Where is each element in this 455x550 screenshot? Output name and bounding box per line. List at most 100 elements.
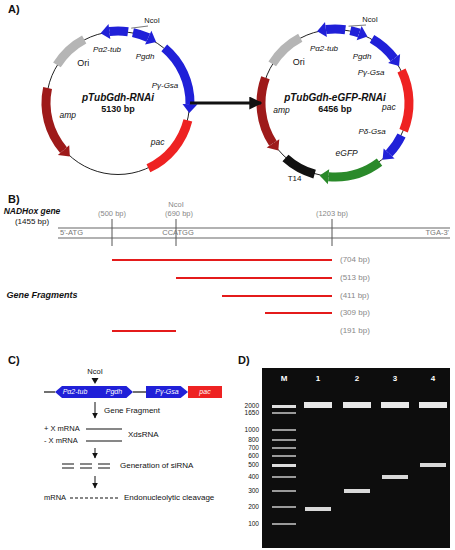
sirna-duplex bbox=[98, 464, 110, 465]
plasmid-name: pTubGdh-RNAi bbox=[82, 92, 154, 104]
arrow-shape bbox=[55, 386, 95, 398]
flow-arrow bbox=[95, 402, 96, 418]
plasmid-band bbox=[419, 402, 447, 408]
gene-fragment bbox=[176, 277, 332, 279]
ladder-size: 800 bbox=[248, 436, 259, 443]
ladder-size: 500 bbox=[248, 461, 259, 468]
promoter-label: Pα2-tub bbox=[310, 45, 338, 54]
insert-band bbox=[420, 463, 446, 467]
insert-band bbox=[344, 489, 370, 493]
ladder-size: 2000 bbox=[245, 402, 259, 409]
ladder-band bbox=[272, 447, 296, 449]
sequence-label: CCATGG bbox=[162, 229, 194, 237]
gene-label: amp bbox=[273, 106, 290, 115]
promoter-arrow-head bbox=[357, 26, 368, 40]
promoter-label: Pγ-Gsa bbox=[152, 81, 179, 90]
rna-strand bbox=[86, 428, 122, 429]
promoter-arrow: Pα2-tub bbox=[55, 386, 95, 398]
promoter-label: Pγ-Gsa bbox=[358, 68, 385, 77]
promoter-label: Pδ-Gsa bbox=[358, 128, 385, 137]
gene-fragment bbox=[222, 295, 332, 297]
gene-length: (1455 bp) bbox=[15, 218, 49, 227]
feature-label: Ori bbox=[293, 58, 305, 68]
ladder-band bbox=[272, 429, 296, 431]
ladder-band bbox=[272, 523, 296, 525]
ladder-size: 1650 bbox=[245, 409, 259, 416]
site-label: NcoI bbox=[168, 201, 183, 209]
promoter-arrow: Pγ-Gsa bbox=[146, 386, 188, 398]
strand-label: mRNA bbox=[44, 494, 66, 502]
position-tick bbox=[112, 219, 113, 246]
promoter-arrow: Pgdh bbox=[95, 386, 133, 398]
panel-letter: A) bbox=[8, 3, 20, 15]
ladder-band bbox=[272, 412, 296, 414]
plasmid-band bbox=[304, 402, 332, 408]
element-label: Pγ-Gsa bbox=[155, 388, 178, 396]
rna-strand bbox=[86, 440, 122, 441]
ladder-size: 700 bbox=[248, 444, 259, 451]
ladder-size: 200 bbox=[248, 503, 259, 510]
promoter-label: Pα2-tub bbox=[93, 46, 121, 55]
backbone-line bbox=[44, 391, 55, 392]
panel-letter: C) bbox=[8, 354, 20, 366]
gene-segment bbox=[147, 119, 193, 172]
promoter-arrow bbox=[349, 26, 360, 37]
group-label: Gene Fragments bbox=[6, 291, 77, 301]
gene-outline bbox=[58, 237, 450, 239]
gene-outline bbox=[58, 227, 450, 229]
arrow-shape bbox=[146, 386, 188, 398]
ladder-size: 300 bbox=[248, 487, 259, 494]
gel-image bbox=[262, 368, 450, 548]
step-label: Endonucleolytic cleavage bbox=[124, 494, 214, 503]
lane-label: M bbox=[281, 375, 288, 384]
gene-segment-head bbox=[267, 139, 280, 150]
step-label: Generation of siRNA bbox=[120, 462, 193, 471]
feature-label: Ori bbox=[77, 59, 89, 69]
gene-fragment bbox=[112, 330, 176, 332]
gene-fragment bbox=[265, 312, 332, 314]
connector-arrow bbox=[190, 102, 261, 105]
terminator-label: T14 bbox=[288, 175, 302, 184]
sirna-duplex bbox=[80, 468, 92, 469]
sirna-duplex bbox=[62, 468, 74, 469]
ladder-size: 600 bbox=[248, 452, 259, 459]
plasmid-size: 6456 bp bbox=[318, 104, 352, 114]
sirna-duplex bbox=[62, 464, 74, 465]
element-label: Pgdh bbox=[106, 388, 122, 396]
plasmid-size: 5130 bp bbox=[101, 104, 135, 114]
ladder-size: 100 bbox=[248, 520, 259, 527]
flow-arrow bbox=[95, 476, 96, 488]
promoter-label: Pgdh bbox=[136, 53, 155, 62]
plasmid-name: pTubGdh-eGFP-RNAi bbox=[284, 92, 385, 104]
cleaved-mrna bbox=[70, 497, 120, 498]
promoter-arrow bbox=[370, 35, 398, 61]
gene-fragment bbox=[112, 259, 332, 261]
site-label: NcoI bbox=[144, 17, 159, 25]
site-label: NcoI bbox=[362, 16, 377, 24]
promoter-label: Pgdh bbox=[353, 53, 372, 62]
element-label: pac bbox=[199, 388, 210, 396]
gene-segment bbox=[397, 69, 413, 133]
position-label: (1203 bp) bbox=[316, 210, 348, 218]
gene-label: pac bbox=[151, 138, 165, 147]
strand-label: - X mRNA bbox=[44, 437, 78, 445]
fragment-size: (513 bp) bbox=[340, 274, 370, 283]
fragment-size: (309 bp) bbox=[340, 309, 370, 318]
promoter-arrow-head bbox=[182, 104, 197, 113]
panel-letter: B) bbox=[8, 193, 20, 205]
insert-band bbox=[382, 475, 408, 479]
plasmid-band bbox=[343, 402, 371, 408]
promoter-arrow-head bbox=[145, 31, 156, 45]
ladder-band bbox=[272, 464, 296, 467]
ladder-size: 400 bbox=[248, 473, 259, 480]
sirna-duplex bbox=[80, 464, 92, 465]
promoter-arrow-head bbox=[388, 54, 400, 66]
gene-label: amp bbox=[59, 112, 76, 121]
fragment-size: (411 bp) bbox=[340, 292, 369, 301]
sequence-label: 5'-ATG bbox=[60, 229, 83, 237]
gene-label: pac bbox=[382, 103, 396, 112]
site-label: NcoI bbox=[87, 368, 102, 376]
ladder-band bbox=[272, 455, 296, 457]
